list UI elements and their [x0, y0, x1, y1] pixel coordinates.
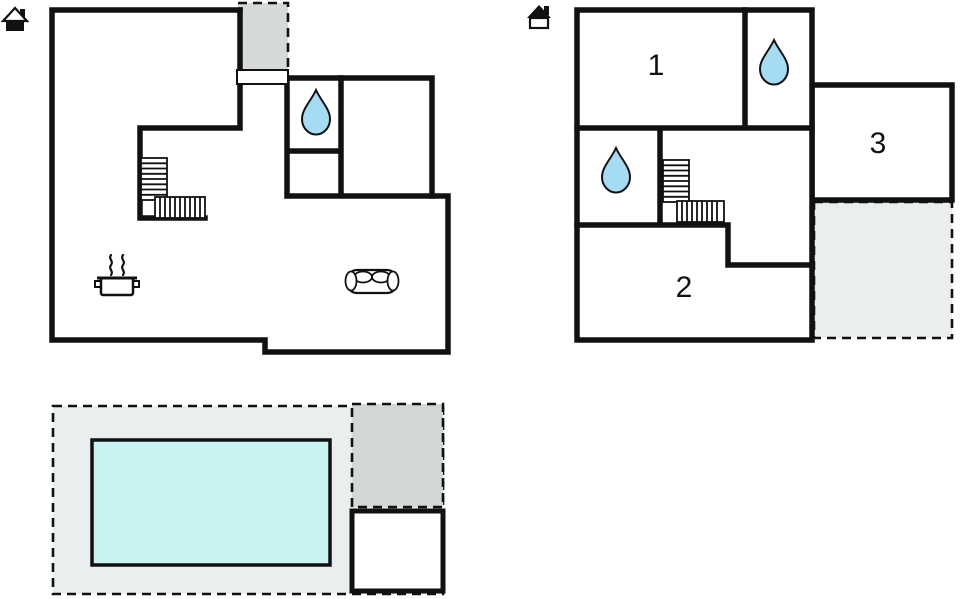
terrace: [812, 200, 954, 340]
room-3: [809, 82, 955, 203]
entrance-door: [236, 69, 289, 85]
outdoor-area: [51, 402, 446, 596]
sofa-icon: [344, 268, 400, 295]
room-label-1: 1: [648, 49, 665, 82]
entrance-porch: [236, 1, 290, 75]
water-drop-icon: [600, 145, 632, 194]
exterior-wall: [49, 7, 451, 355]
first-floor-plan: 1 2 3: [527, 5, 955, 343]
room-label-2: 2: [676, 271, 693, 304]
staircase: [140, 157, 206, 219]
swimming-pool: [90, 438, 332, 567]
bathroom-wall: [284, 75, 435, 199]
staircase: [662, 159, 725, 223]
ground-floor-plan: [0, 1, 451, 355]
ground-floor-footprint: [52, 10, 448, 352]
interior-wall: [574, 7, 815, 268]
stove-icon: [94, 253, 140, 297]
house-upper-floor-icon: [527, 5, 551, 30]
water-drop-icon: [300, 87, 332, 136]
outbuilding: [350, 402, 445, 509]
house-ground-floor-icon: [0, 6, 30, 31]
room-label-3: 3: [870, 127, 887, 160]
water-drop-icon: [758, 37, 790, 86]
pool-house: [349, 508, 446, 594]
